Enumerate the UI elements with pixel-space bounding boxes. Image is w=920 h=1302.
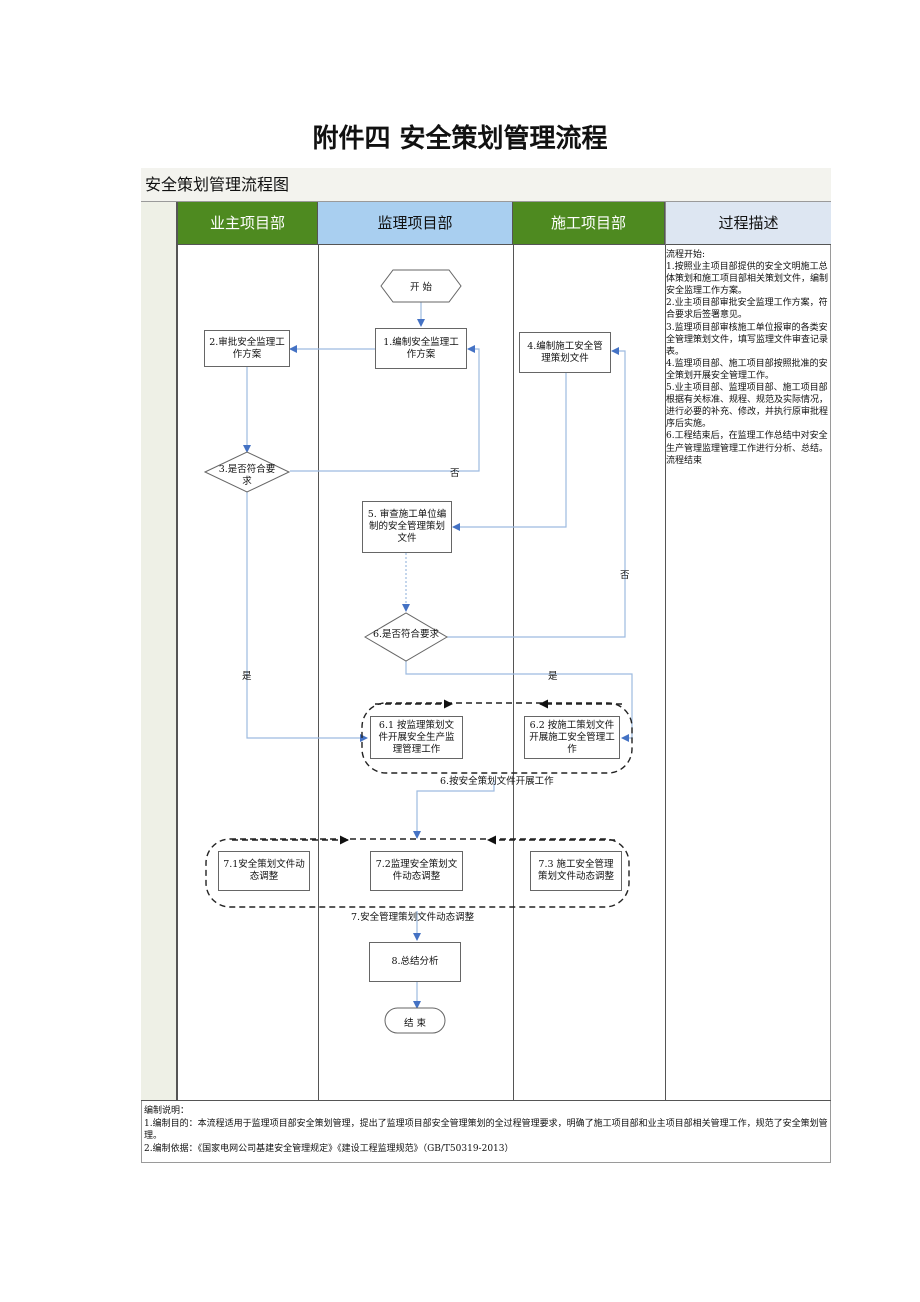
lane-divider: [318, 245, 319, 1100]
desc-line: 3.监理项目部审核施工单位报审的各类安全管理策划文件，填写监理文件审查记录表。: [666, 322, 829, 357]
compilation-notes: 编制说明： 1.编制目的：本流程适用于监理项目部安全策划管理，提出了监理项目部安…: [144, 1105, 829, 1155]
lane-divider: [513, 245, 514, 1100]
step8-box: 8.总结分析: [369, 942, 461, 982]
step62-box: 6.2 按施工策划文件开展施工安全管理工作: [524, 716, 620, 759]
edge-label-yes: 是: [242, 671, 252, 682]
step71-box: 7.1安全策划文件动态调整: [218, 851, 310, 891]
step4-box: 4.编制施工安全管理策划文件: [519, 332, 611, 373]
step6-decision: 6.是否符合要求: [372, 629, 440, 640]
step5-box: 5. 审查施工单位编制的安全管理策划文件: [362, 501, 452, 553]
step2-box: 2.审批安全监理工作方案: [204, 330, 290, 367]
step1-box: 1.编制安全监理工作方案: [375, 328, 467, 369]
step3-decision: 3.是否符合要求: [218, 464, 276, 487]
lane-divider: [177, 245, 178, 1100]
process-description: 流程开始: 1.按照业主项目部提供的安全文明施工总体策划和施工项目部相关策划文件…: [666, 249, 828, 467]
desc-line: 1.按照业主项目部提供的安全文明施工总体策划和施工项目部相关策划文件，编制安全监…: [666, 262, 829, 297]
note-line: 1.编制目的：本流程适用于监理项目部安全策划管理，提出了监理项目部安全管理策划的…: [144, 1118, 828, 1142]
lane-header-description: 过程描述: [665, 202, 831, 245]
edge-label-no: 否: [620, 570, 630, 581]
lane-header-construction: 施工项目部: [513, 202, 665, 245]
desc-line: 流程结束: [666, 455, 703, 466]
lane-header-supervision: 监理项目部: [318, 202, 513, 245]
step61-box: 6.1 按监理策划文件开展安全生产监理管理工作: [370, 716, 463, 759]
group7-label: 7.安全管理策划文件动态调整: [351, 912, 475, 923]
note-line: 2.编制依据：《国家电网公司基建安全管理规定》《建设工程监理规范》（GB/T50…: [144, 1143, 514, 1154]
end-node: 结 束: [403, 1018, 427, 1029]
desc-line: 4.监理项目部、施工项目部按照批准的安全策划开展安全管理工作。: [666, 358, 828, 381]
step73-box: 7.3 施工安全管理策划文件动态调整: [530, 851, 622, 891]
desc-line: 6.工程结束后，在监理工作总结中对安全生产管理监理管理工作进行分析、总结。: [666, 431, 829, 454]
step72-box: 7.2监理安全策划文件动态调整: [370, 851, 463, 891]
desc-line: 5.业主项目部、监理项目部、施工项目部根据有关标准、规程、规范及实际情况，进行必…: [666, 383, 829, 430]
start-node: 开 始: [409, 282, 433, 293]
page-title: 附件四 安全策划管理流程: [312, 124, 608, 154]
lane-divider: [665, 245, 666, 1100]
left-strip: [141, 202, 177, 1100]
group6-label: 6.按安全策划文件开展工作: [440, 776, 554, 787]
edge-label-yes: 是: [548, 671, 558, 682]
diagram-title: 安全策划管理流程图: [141, 168, 831, 202]
desc-line: 流程开始:: [666, 250, 706, 260]
note-line: 编制说明：: [144, 1106, 190, 1116]
bottom-divider: [141, 1100, 831, 1101]
desc-line: 2.业主项目部审批安全监理工作方案，符合要求后签署意见。: [666, 298, 828, 321]
edge-label-no: 否: [450, 468, 460, 479]
lane-header-owner: 业主项目部: [177, 202, 318, 245]
